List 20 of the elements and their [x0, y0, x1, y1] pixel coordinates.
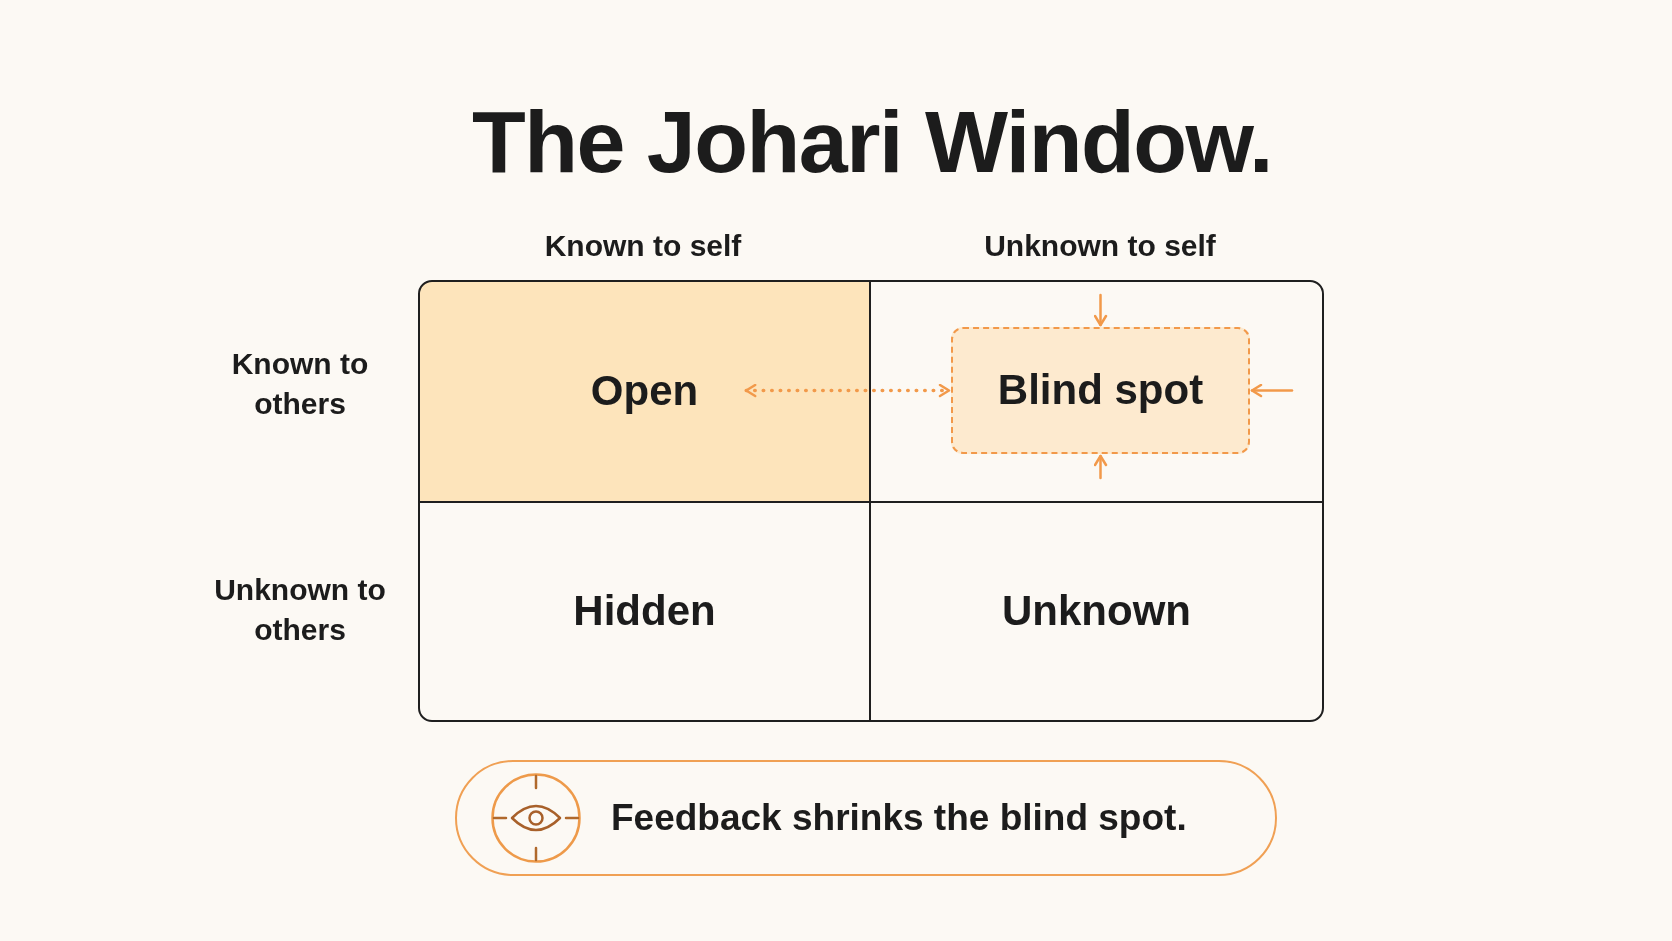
quadrant-label: Open: [590, 367, 699, 416]
title: The Johari Window.: [471, 98, 1273, 186]
quadrant-pane: [869, 501, 1324, 722]
quadrant-label: Hidden: [573, 587, 716, 636]
callout-text: Feedback shrinks the blind spot.: [611, 796, 1187, 840]
dashed-highlight-box: [951, 327, 1250, 454]
column-header: Unknown to self: [984, 228, 1216, 264]
arrow: [1093, 454, 1108, 480]
arrow: [1250, 383, 1294, 398]
quadrant-pane: [869, 280, 1324, 503]
quadrant-pane: [418, 501, 871, 722]
quadrant-label: Unknown: [1002, 587, 1191, 636]
row-header: Known to others: [230, 346, 370, 422]
row-header: Unknown to others: [213, 572, 387, 648]
dotted-double-arrow: [744, 383, 951, 398]
quadrant-pane: [418, 280, 871, 503]
callout-pill: [455, 760, 1277, 876]
arrow: [1093, 293, 1108, 327]
column-header: Known to self: [544, 228, 742, 264]
quadrant-label: Blind spot: [997, 366, 1204, 415]
